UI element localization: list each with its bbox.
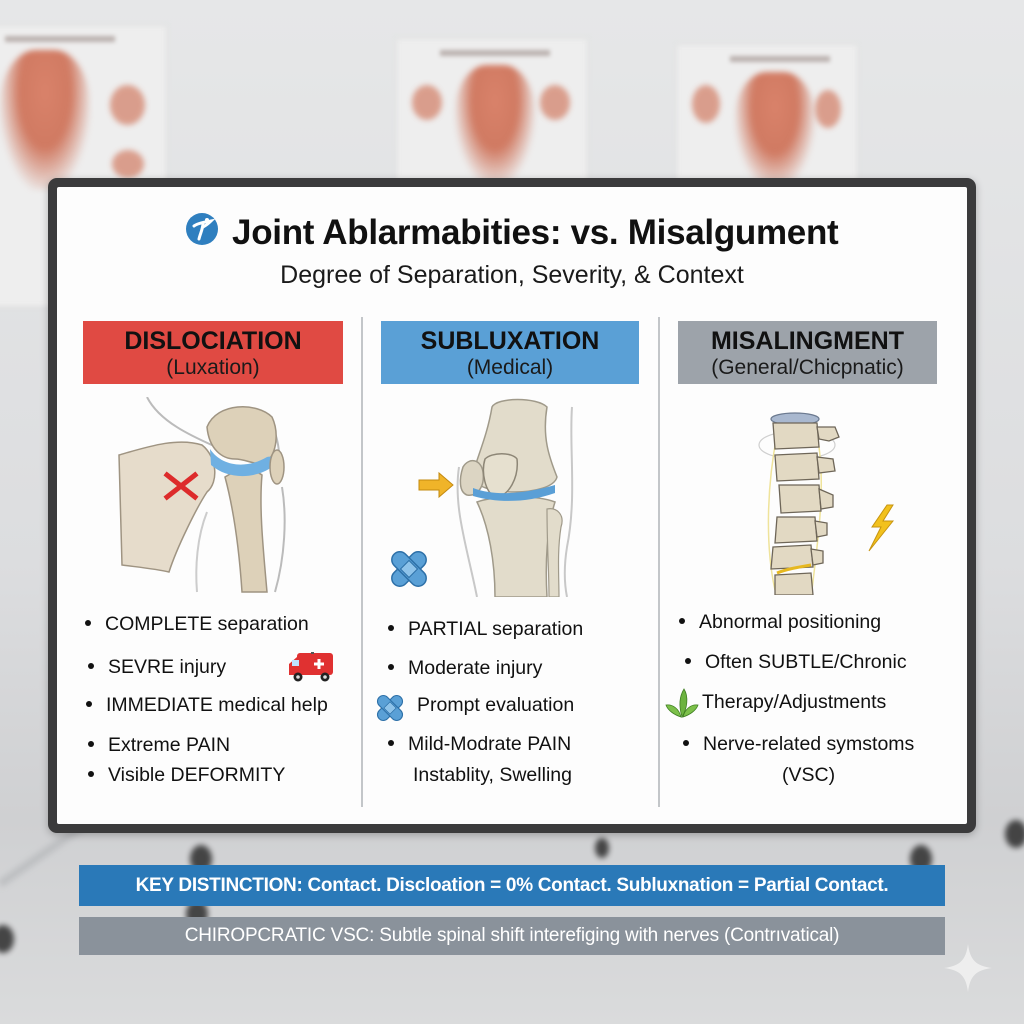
list-item: Mild-Modrate PAIN — [388, 733, 571, 756]
poster-title-blur — [440, 50, 550, 56]
bullet-dot — [685, 657, 691, 664]
list-item: Often SUBTLE/Chronic — [685, 651, 907, 674]
list-item: SEVRE injury — [88, 656, 226, 679]
dislocation-header: DISLOCIATION (Luxation) — [83, 321, 343, 384]
poster-blob — [540, 85, 570, 120]
list-item: PARTIAL separation — [388, 618, 583, 641]
misalignment-header: MISALINGMENT (General/Chicpnatic) — [678, 321, 937, 384]
bullet-dot — [85, 619, 91, 626]
ambulance-icon — [287, 649, 337, 688]
list-item: IMMEDIATE medical help — [86, 694, 328, 717]
bullet-dot — [388, 739, 394, 746]
list-item: Instablity, Swelling — [413, 764, 572, 786]
subluxation-subtitle: (Medical) — [466, 356, 554, 379]
list-item: Therapy/Adjustments — [702, 691, 887, 713]
list-item: Abnormal positioning — [679, 611, 881, 634]
bullet-dot — [86, 700, 92, 707]
bullet-dot — [388, 663, 394, 670]
list-item: (VSC) — [782, 764, 836, 786]
poster-title-blur — [730, 56, 830, 62]
subluxation-title: SUBLUXATION — [420, 327, 600, 355]
poster-blob — [692, 85, 720, 123]
poster-figure-blur — [455, 65, 535, 185]
bullet-dot — [88, 770, 94, 777]
bandage-icon — [374, 692, 406, 729]
chiropractic-note-banner: CHIROPCRATIC VSC: Subtle spinal shift in… — [79, 917, 945, 955]
bandage-icon — [387, 547, 431, 596]
spine-vertebrae-misalignment-illustration — [757, 405, 897, 600]
list-item: Extreme PAIN — [88, 734, 230, 757]
chair-caster — [0, 925, 14, 953]
medical-figure-icon — [185, 213, 218, 245]
subluxation-header: SUBLUXATION (Medical) — [381, 321, 639, 384]
bullet-dot — [679, 617, 685, 624]
poster-blob — [815, 90, 841, 128]
dislocation-title: DISLOCIATION — [124, 327, 302, 355]
list-item: Moderate injury — [388, 657, 542, 680]
bullet-dot — [88, 740, 94, 747]
chair-caster — [595, 838, 609, 858]
poster-figure-blur — [735, 72, 815, 188]
misalignment-subtitle: (General/Chicpnatic) — [711, 356, 904, 379]
poster-title-blur — [5, 36, 115, 42]
leaf-icon — [665, 687, 699, 724]
shoulder-joint-dislocation-illustration — [107, 396, 337, 602]
list-item: Prompt evaluation — [417, 694, 575, 716]
bullet-dot — [388, 624, 394, 631]
poster-blob — [110, 85, 145, 125]
chair-caster — [1005, 820, 1024, 848]
column-divider — [658, 317, 660, 807]
misalignment-title: MISALINGMENT — [710, 327, 905, 355]
infographic-content: Joint Ablarmabities: vs. Misalgument Deg… — [57, 187, 967, 824]
bullet-dot — [683, 739, 689, 746]
poster-blob — [112, 150, 144, 178]
list-item: Nerve-related symstoms — [683, 733, 914, 756]
list-item: Visible DEFORMITY — [88, 764, 285, 787]
poster-blob — [412, 85, 442, 120]
column-divider — [361, 317, 363, 807]
list-item: COMPLETE separation — [85, 613, 309, 636]
knee-joint-subluxation-illustration — [377, 397, 647, 602]
page-title: Joint Ablarmabities: vs. Misalgument — [232, 213, 839, 252]
bullet-dot — [88, 662, 94, 669]
dislocation-subtitle: (Luxation) — [166, 356, 260, 379]
title-row: Joint Ablarmabities: vs. Misalgument — [57, 213, 967, 253]
poster-figure-blur — [0, 50, 90, 190]
page-subtitle: Degree of Separation, Severity, & Contex… — [280, 261, 744, 289]
sparkle-icon — [944, 944, 992, 997]
infographic-board: Joint Ablarmabities: vs. Misalgument Deg… — [48, 178, 976, 833]
key-distinction-banner: KEY DISTINCTION: Contact. Discloation = … — [79, 865, 945, 906]
